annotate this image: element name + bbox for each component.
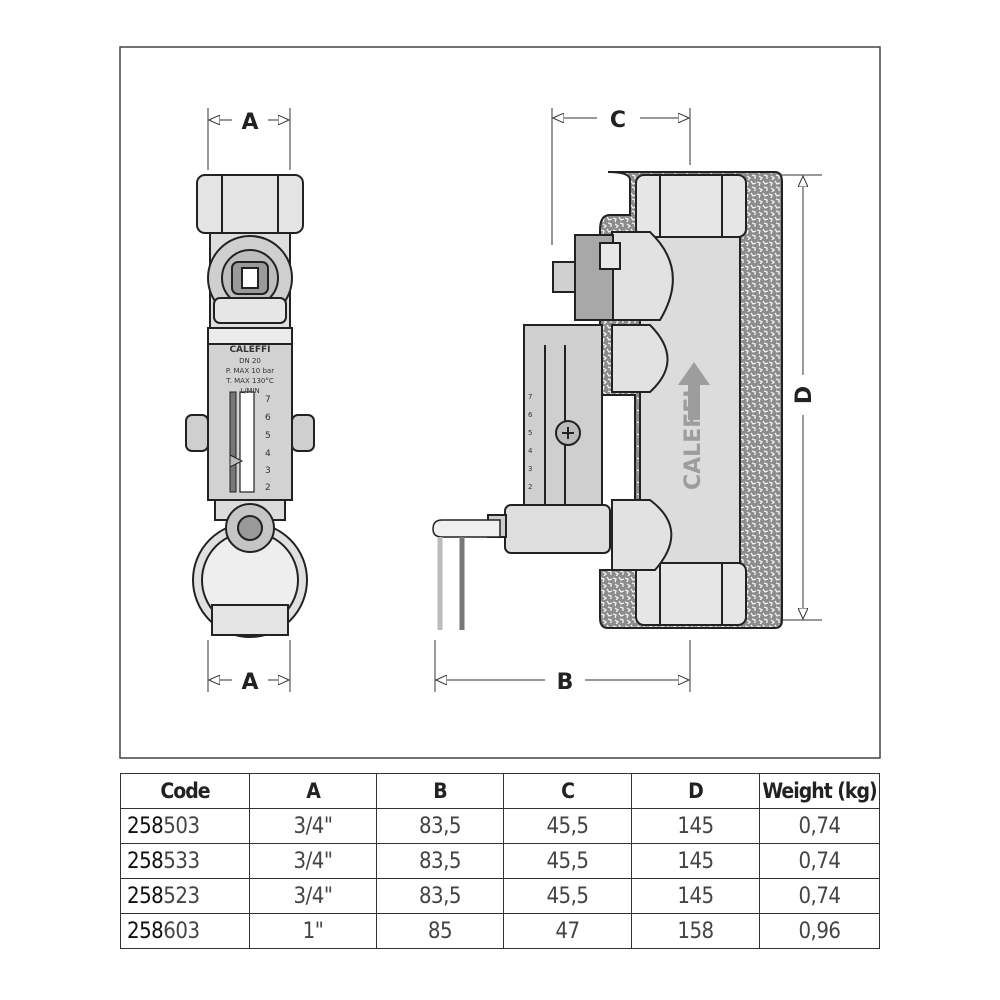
svg-text:5: 5 [528, 429, 532, 437]
cell-weight: 0,74 [759, 843, 880, 879]
svg-text:7: 7 [528, 393, 532, 401]
cell-a: 3/4" [249, 878, 377, 914]
table-row: 258603 1" 85 47 158 0,96 [120, 913, 880, 949]
cell-code: 258523 [120, 878, 250, 914]
svg-text:4: 4 [528, 447, 533, 455]
cell-d: 158 [631, 913, 760, 949]
cell-b: 85 [376, 913, 504, 949]
dimension-b-label: B [557, 670, 574, 695]
cell-b: 83,5 [376, 843, 504, 879]
cell-code: 258533 [120, 843, 250, 879]
front-view: A [185, 108, 315, 638]
svg-text:P. MAX 10 bar: P. MAX 10 bar [226, 367, 274, 375]
cell-b: 83,5 [376, 808, 504, 844]
dimension-a-top-label: A [241, 110, 258, 135]
table-header-row: Code A B C D Weight (kg) [120, 773, 880, 809]
header-b: B [376, 773, 504, 809]
handle [432, 519, 501, 538]
svg-text:3: 3 [265, 466, 271, 476]
cell-d: 145 [631, 878, 760, 914]
cell-c: 47 [503, 913, 632, 949]
cell-d: 145 [631, 808, 760, 844]
dimension-a-top [207, 108, 291, 170]
cell-c: 45,5 [503, 808, 632, 844]
cell-weight: 0,96 [759, 913, 880, 949]
table-row: 258533 3/4" 83,5 45,5 145 0,74 [120, 843, 880, 879]
svg-text:2: 2 [265, 483, 271, 493]
svg-text:DN 20: DN 20 [239, 357, 261, 365]
svg-text:2: 2 [528, 483, 532, 491]
dimension-d [780, 174, 822, 621]
cell-code: 258503 [120, 808, 250, 844]
cell-b: 83,5 [376, 878, 504, 914]
svg-text:7: 7 [265, 395, 271, 405]
cell-a: 1" [249, 913, 377, 949]
dimension-a-bottom-label: A [241, 670, 258, 695]
svg-text:CALEFFI: CALEFFI [229, 345, 270, 355]
cell-weight: 0,74 [759, 808, 880, 844]
side-brand-label: CALEFFI [681, 390, 706, 490]
header-weight: Weight (kg) [759, 773, 880, 809]
svg-text:3: 3 [528, 465, 532, 473]
cell-a: 3/4" [249, 843, 377, 879]
dimension-a-bottom [207, 640, 291, 692]
svg-text:4: 4 [265, 449, 271, 459]
dimension-b [434, 640, 691, 692]
cell-a: 3/4" [249, 808, 377, 844]
header-code: Code [120, 773, 250, 809]
dimension-d-label: D [792, 386, 817, 404]
dimension-c-label: C [610, 108, 626, 133]
dimensions-table: Code A B C D Weight (kg) 258503 3/4" 83,… [120, 773, 880, 949]
cell-code: 258603 [120, 913, 250, 949]
side-scale: 7 6 5 4 3 2 [528, 393, 533, 491]
cell-d: 145 [631, 843, 760, 879]
side-flowmeter [523, 324, 603, 511]
header-d: D [631, 773, 760, 809]
cell-weight: 0,74 [759, 878, 880, 914]
header-c: C [503, 773, 632, 809]
svg-text:L/MIN: L/MIN [240, 387, 260, 395]
cell-c: 45,5 [503, 878, 632, 914]
dimension-c [551, 108, 691, 245]
cell-c: 45,5 [503, 843, 632, 879]
flowmeter-label: CALEFFI DN 20 P. MAX 10 bar T. MAX 130°C… [225, 345, 274, 493]
svg-text:6: 6 [265, 413, 271, 423]
side-view [432, 171, 783, 630]
table-row: 258503 3/4" 83,5 45,5 145 0,74 [120, 808, 880, 844]
table-row: 258523 3/4" 83,5 45,5 145 0,74 [120, 878, 880, 914]
flow-arrow-icon [678, 362, 710, 420]
header-a: A [249, 773, 377, 809]
svg-text:T. MAX 130°C: T. MAX 130°C [225, 377, 274, 385]
svg-text:6: 6 [528, 411, 533, 419]
svg-text:5: 5 [265, 431, 271, 441]
